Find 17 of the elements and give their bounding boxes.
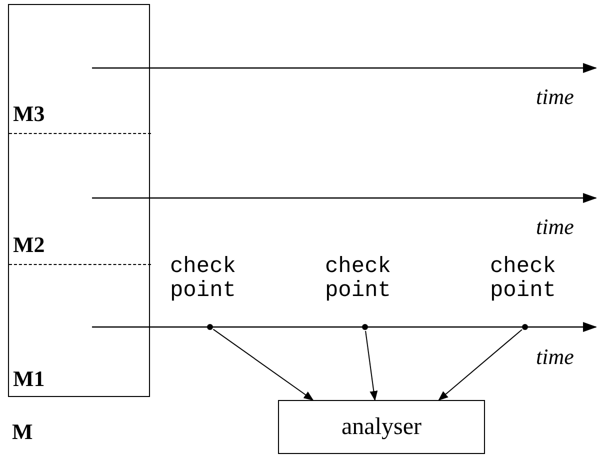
checkpoint-dot [522, 324, 528, 330]
axis-label: time [536, 84, 574, 110]
band-label: M3 [13, 101, 45, 127]
band-label: M2 [13, 232, 45, 258]
arrow [212, 328, 314, 401]
checkpoint-dot [362, 324, 368, 330]
axis-label: time [536, 214, 574, 240]
band-label: M1 [13, 366, 45, 392]
checkpoint-label: check point [324, 255, 392, 303]
checkpoint-dot [207, 324, 213, 330]
axis-label: time [536, 344, 574, 370]
checkpoint-label: check point [488, 255, 557, 303]
process-box: analyser [278, 400, 485, 454]
arrow [438, 329, 522, 401]
checkpoint-label: check point [168, 255, 237, 303]
node-label: M [12, 419, 33, 445]
arrow [365, 330, 378, 401]
